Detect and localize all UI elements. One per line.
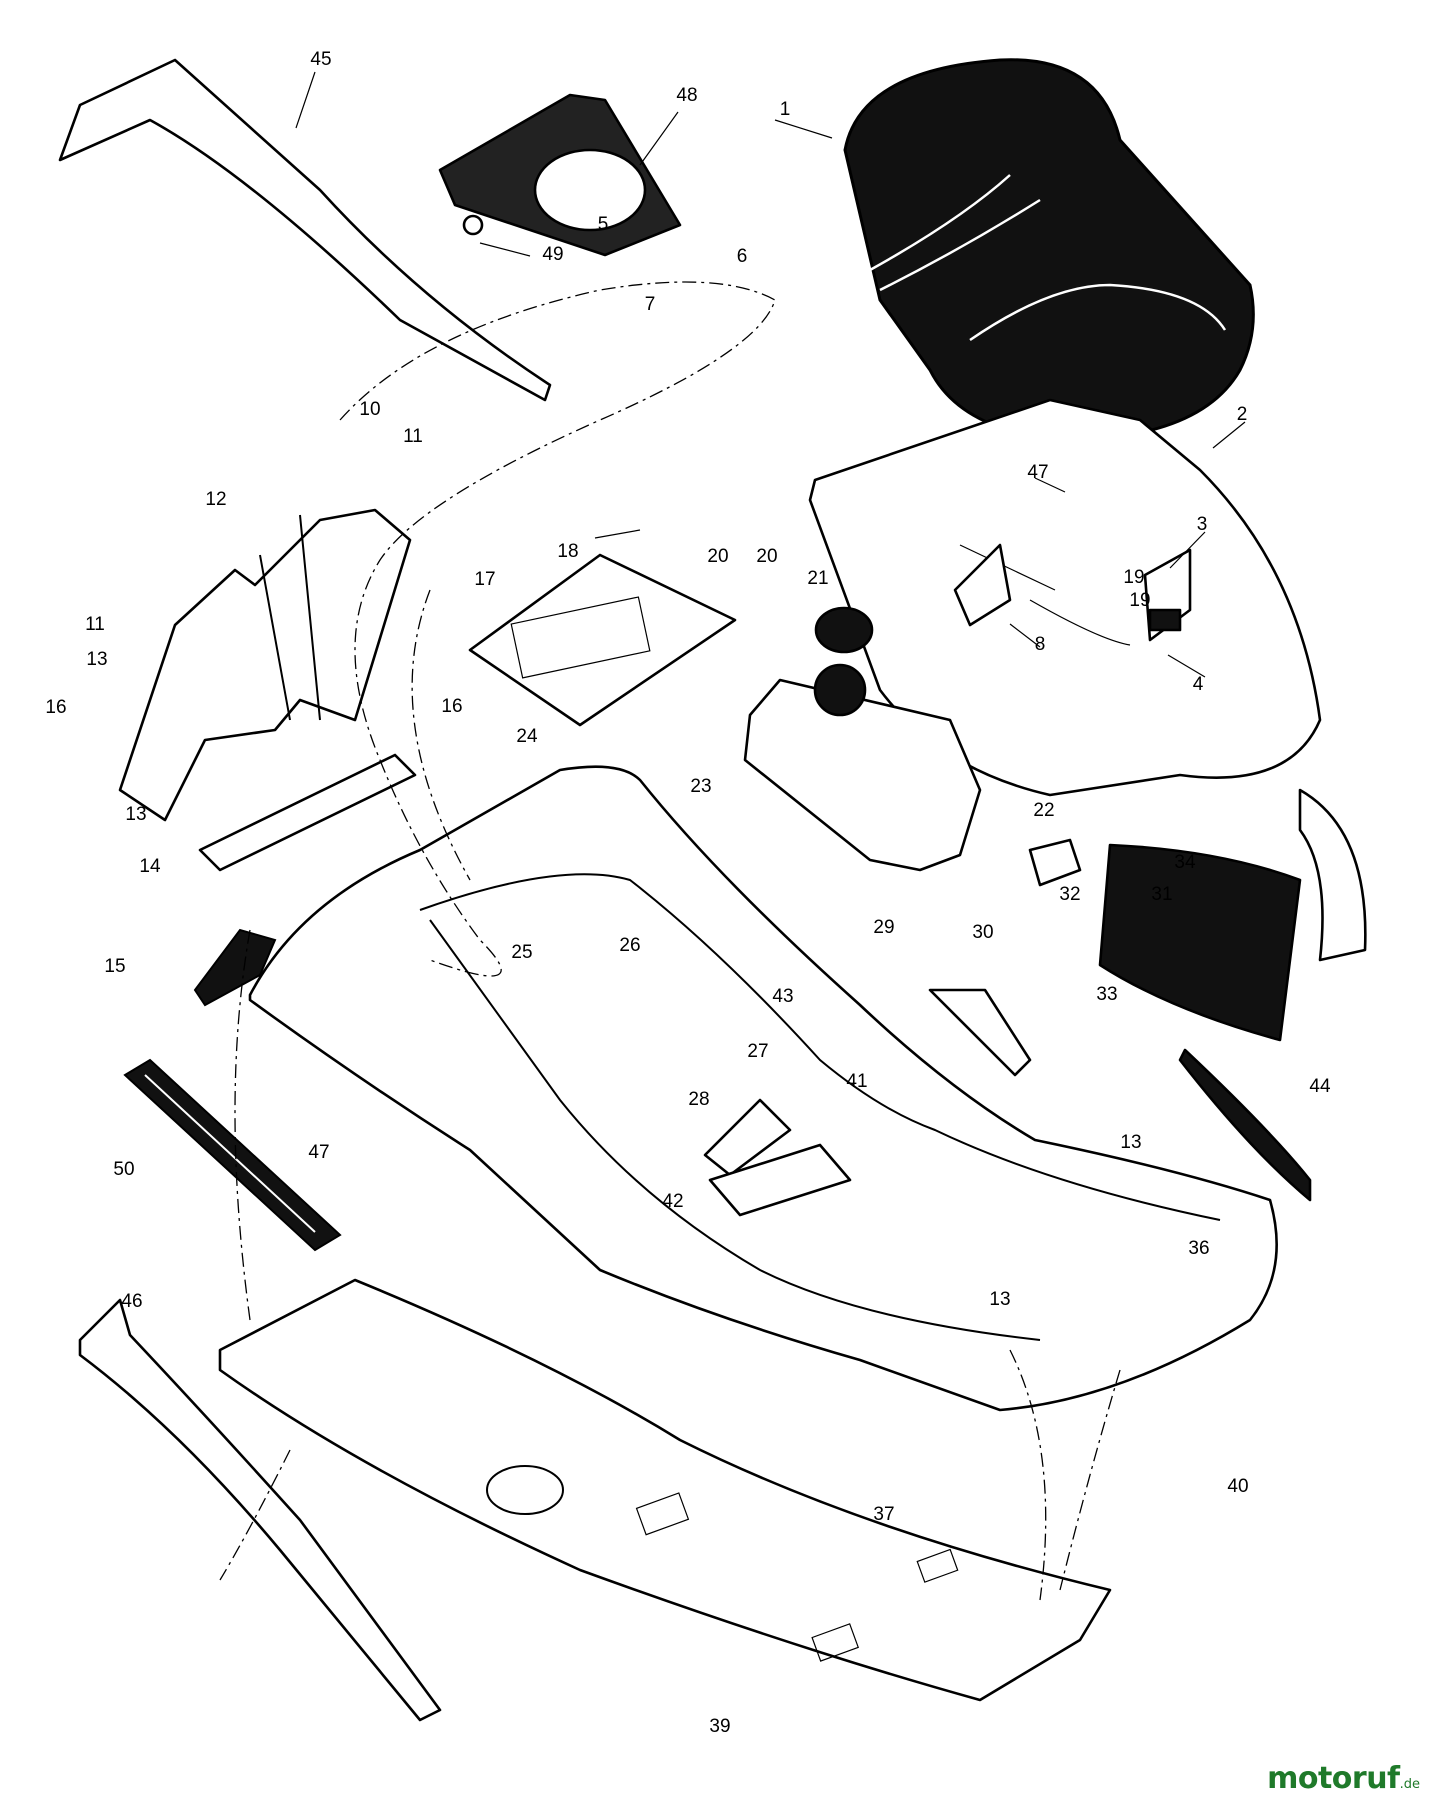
callout-16: 16 [441, 696, 462, 717]
callout-49: 49 [542, 244, 563, 265]
callout-3: 3 [1197, 514, 1208, 535]
callout-19: 19 [1129, 590, 1150, 611]
callout-14: 14 [139, 856, 161, 877]
callout-13: 13 [86, 649, 107, 670]
callout-46: 46 [121, 1291, 142, 1312]
part-44-panel [1298, 788, 1367, 962]
part-45-rail [58, 58, 552, 402]
callout-13: 13 [989, 1289, 1010, 1310]
callout-44: 44 [1309, 1076, 1331, 1097]
callout-34: 34 [1174, 852, 1196, 873]
callout-19: 19 [1123, 567, 1144, 588]
callout-27: 27 [747, 1041, 768, 1062]
watermark: motoruf.de [1267, 1761, 1420, 1796]
callout-13: 13 [1120, 1132, 1141, 1153]
watermark-brand: motoruf [1267, 1761, 1400, 1796]
callout-39: 39 [709, 1716, 730, 1737]
callout-22: 22 [1033, 800, 1054, 821]
callout-8: 8 [1035, 634, 1046, 655]
callout-5: 5 [598, 214, 609, 235]
callout-10: 10 [359, 399, 380, 420]
callout-43: 43 [772, 986, 793, 1007]
callout-13: 13 [125, 804, 146, 825]
callout-42: 42 [662, 1191, 683, 1212]
part-40-body [248, 765, 1278, 1412]
callout-21: 21 [807, 568, 828, 589]
part-15-pad [193, 928, 277, 1007]
callout-6: 6 [737, 246, 748, 267]
callout-29: 29 [873, 917, 894, 938]
callout-24: 24 [516, 726, 538, 747]
callout-11: 11 [85, 614, 105, 635]
callout-15: 15 [104, 956, 125, 977]
callout-48: 48 [676, 85, 697, 106]
callout-41: 41 [846, 1071, 867, 1092]
callout-7: 7 [645, 294, 656, 315]
callout-30: 30 [972, 922, 993, 943]
callout-47: 47 [1027, 462, 1048, 483]
callout-2: 2 [1237, 404, 1248, 425]
callout-20: 20 [756, 546, 777, 567]
callout-37: 37 [873, 1504, 894, 1525]
callout-28: 28 [688, 1089, 709, 1110]
callout-50: 50 [113, 1159, 134, 1180]
callout-23: 23 [690, 776, 711, 797]
callout-16: 16 [45, 697, 66, 718]
callout-11: 11 [403, 426, 423, 447]
watermark-tld: .de [1399, 1777, 1420, 1792]
callout-20: 20 [707, 546, 728, 567]
callout-25: 25 [511, 942, 532, 963]
callout-47: 47 [308, 1142, 329, 1163]
part-12-frame [118, 508, 412, 822]
part-39-frame [218, 1278, 1112, 1702]
callout-45: 45 [310, 49, 331, 70]
callout-17: 17 [474, 569, 495, 590]
callout-1: 1 [780, 99, 791, 120]
part-46-rail [78, 1298, 442, 1722]
callout-31: 31 [1151, 884, 1172, 905]
callout-32: 32 [1059, 884, 1080, 905]
callout-40: 40 [1227, 1476, 1248, 1497]
callout-4: 4 [1193, 674, 1204, 695]
callout-36: 36 [1188, 1238, 1209, 1259]
callout-12: 12 [205, 489, 226, 510]
callout-33: 33 [1096, 984, 1117, 1005]
callout-18: 18 [557, 541, 578, 562]
callout-26: 26 [619, 935, 640, 956]
